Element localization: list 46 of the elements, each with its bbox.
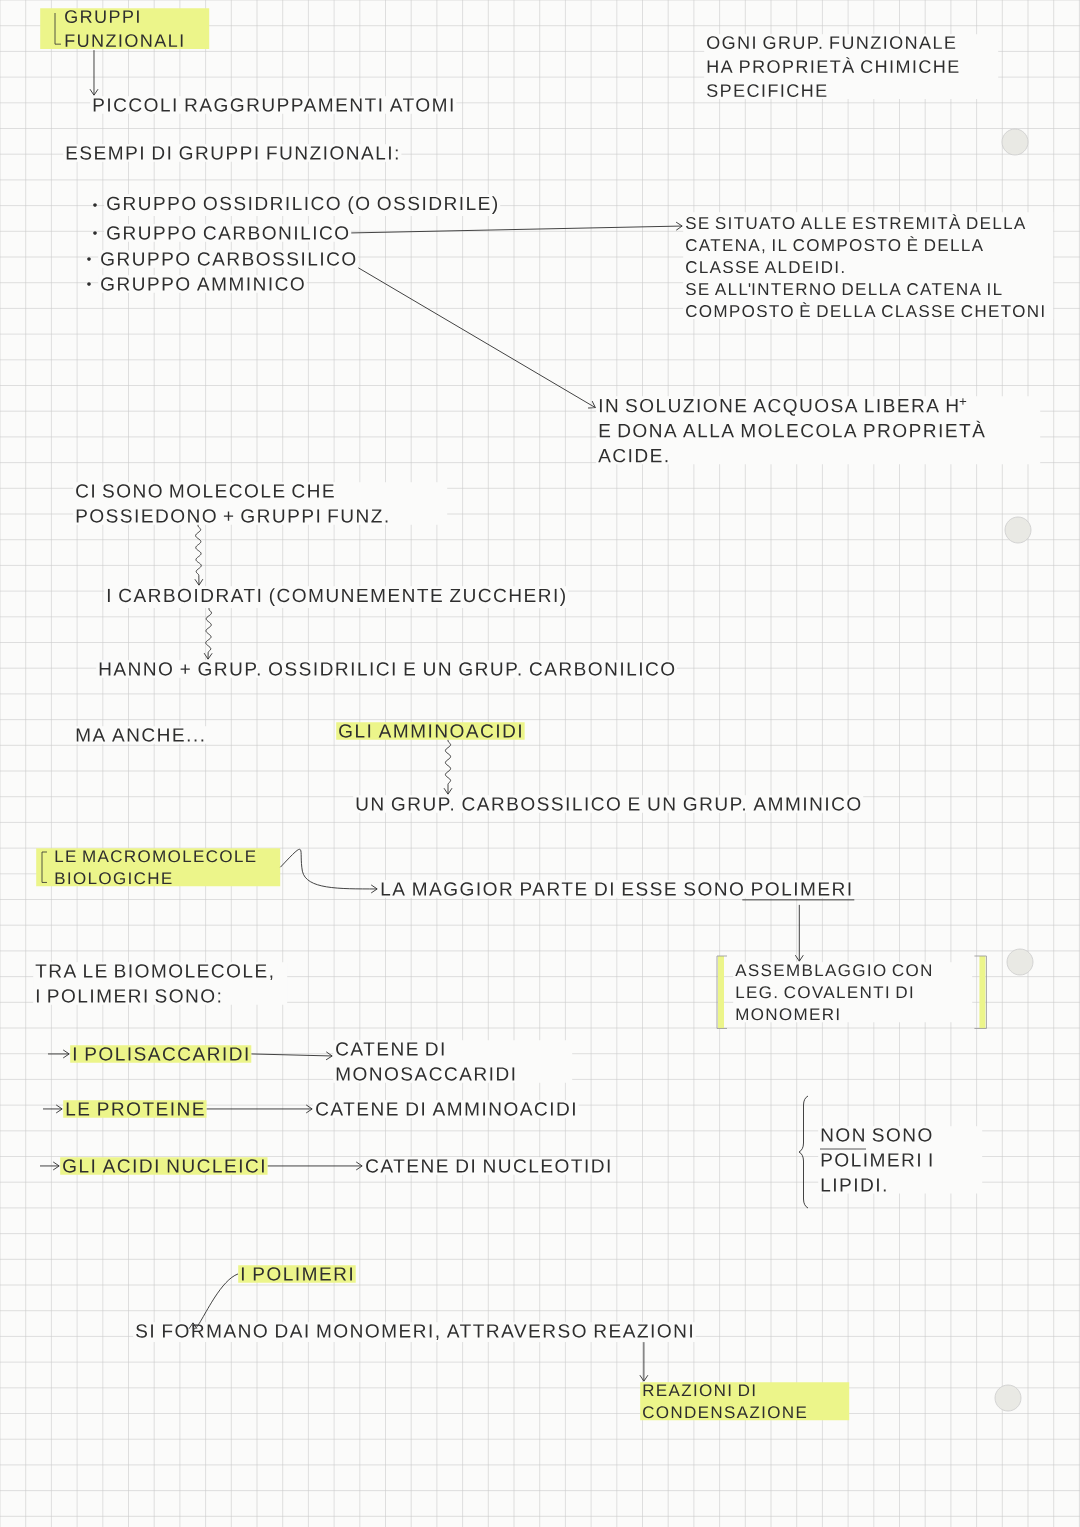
arrow [89, 49, 99, 96]
note-text: SI FORMANO DAI MONOMERI, ATTRAVERSO REAZIONI [133, 1322, 696, 1342]
highlighted-heading: GRUPPI FUNZIONALI [40, 8, 210, 49]
note-text: TRA LE BIOMOLECOLE, I POLIMERI SONO: [33, 962, 288, 1005]
arrow [42, 1104, 63, 1114]
wavy-arrow [194, 524, 204, 586]
list-item: GRUPPO AMMINICO [98, 275, 307, 293]
arrow [794, 904, 804, 962]
note-text: ASSEMBLAGGIO CON LEG. COVALENTI DI MONOMERI [733, 962, 973, 1023]
note-text: CATENE DI AMMINOACIDI [313, 1100, 579, 1118]
arrow [350, 221, 683, 234]
note-text: UN GRUP. CARBOSSILICO E UN GRUP. AMMINICO [353, 795, 864, 813]
note-text: I CARBOIDRATI (COMUNEMENTE ZUCCHERI) [104, 586, 569, 608]
wavy-arrow [203, 607, 213, 660]
highlighted-heading: LE MACROMOLECOLE BIOLOGICHE [36, 848, 281, 887]
arrow [639, 1341, 649, 1382]
arrow [206, 1104, 313, 1114]
note-text: MA ANCHE... [73, 726, 207, 744]
note-text: SE SITUATO ALLE ESTREMITÀ DELLA CATENA, IL COMPOSTO È DELLA CLASSE ALDEIDI. SE ALL'INTERNO DELLA CATENA IL COMPOSTO È DELLA CLASSE CHETONI [683, 212, 1054, 320]
highlighted-text: I POLIMERI [238, 1265, 356, 1283]
highlighted-text: GLI ACIDI NUCLEICI [60, 1157, 268, 1175]
arrow [39, 1161, 60, 1171]
highlighted-text: GLI AMMINOACIDI [336, 722, 525, 740]
list-item: GRUPPO CARBONILICO [104, 224, 352, 242]
arrow [47, 1049, 70, 1059]
list-item: GRUPPO OSSIDRILICO (O OSSIDRILE) [104, 194, 501, 216]
note-text: ESEMPI DI GRUPPI FUNZIONALI: [63, 144, 402, 162]
arrow [267, 1161, 363, 1171]
arrow [357, 267, 596, 409]
note-text: CI SONO MOLECOLE CHE POSSIEDONO + GRUPPI FUNZ. [73, 482, 448, 525]
arrow [251, 1051, 333, 1061]
curved-arrow [188, 1273, 239, 1330]
note-text: HANNO + GRUP. OSSIDRILICI E UN GRUP. CARBONILICO [96, 660, 678, 678]
note-text: CATENE DI MONOSACCARIDI [333, 1040, 573, 1083]
highlighted-text: LE PROTEINE [63, 1100, 207, 1118]
list-item: GRUPPO CARBOSSILICO [98, 250, 359, 268]
note-text: OGNI GRUP. FUNZIONALE HA PROPRIETÀ CHIMICHE SPECIFICHE [704, 34, 999, 99]
note-text: CATENE DI NUCLEOTIDI [363, 1157, 614, 1175]
highlighted-text: I POLISACCARIDI [70, 1045, 252, 1063]
note-text: IN SOLUZIONE ACQUOSA LIBERA H$^{+}$ E DONA ALLA MOLECOLA PROPRIETÀ ACIDE. [596, 396, 1041, 465]
wavy-arrow [443, 739, 453, 795]
highlighted-text: REAZIONI DI CONDENSAZIONE [640, 1382, 850, 1421]
note-text: PICCOLI RAGGRUPPAMENTI ATOMI [90, 96, 457, 114]
note-text: LA MAGGIOR PARTE DI ESSE SONO POLIMERI [378, 880, 855, 898]
curly-arrow [279, 848, 378, 894]
note-text: NON SONO POLIMERI I LIPIDI. [818, 1126, 983, 1194]
